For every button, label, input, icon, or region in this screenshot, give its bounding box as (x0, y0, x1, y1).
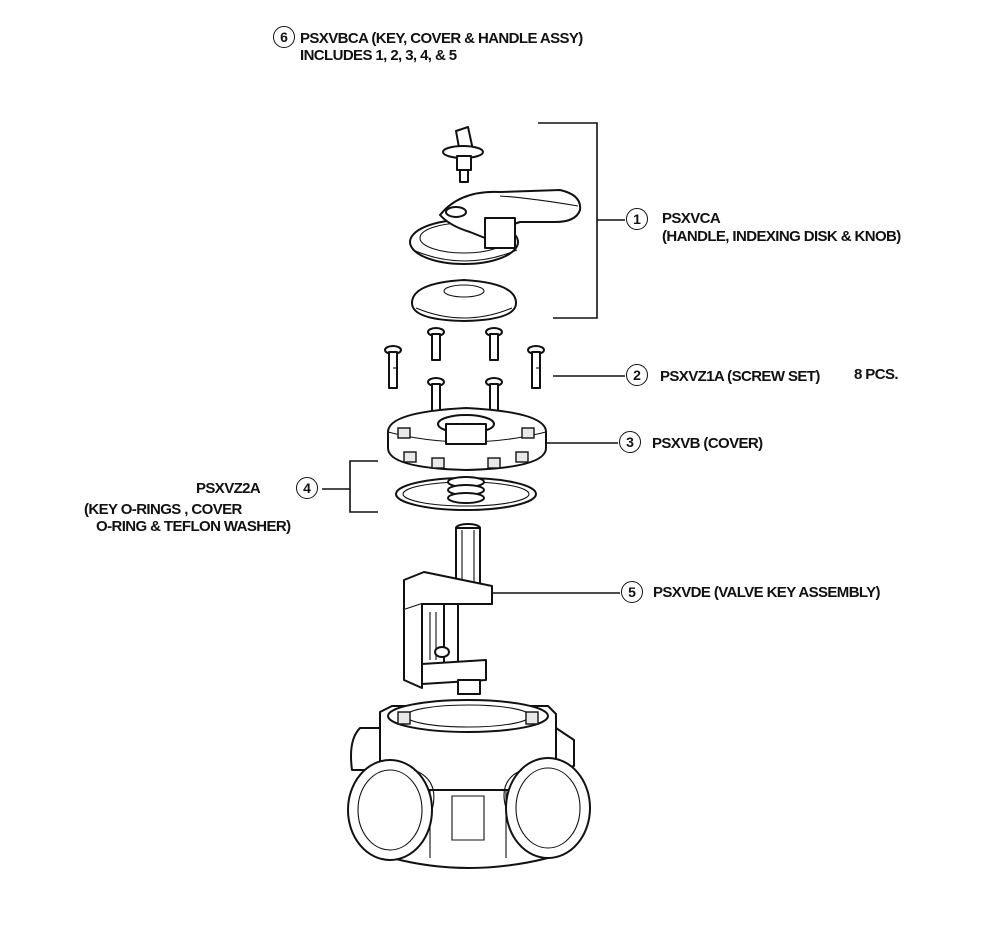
part-3-code: PSXVB (COVER) (652, 435, 763, 452)
indexing-disk-part (411, 279, 517, 322)
knob-part (442, 126, 484, 183)
part-2-code: PSXVZ1A (SCREW SET) (660, 368, 820, 385)
cover-part (387, 407, 547, 471)
valve-key-part (403, 523, 493, 695)
handle-part (409, 189, 582, 265)
o-ring-set-part (395, 476, 537, 511)
callout-number-6: 6 (273, 26, 295, 48)
callout-number-1: 1 (626, 208, 648, 230)
part-1-desc: (HANDLE, INDEXING DISK & KNOB) (662, 228, 901, 245)
assembly-includes: INCLUDES 1, 2, 3, 4, & 5 (300, 47, 457, 64)
part-4-desc-line2: O-RING & TEFLON WASHER) (96, 518, 291, 535)
assembly-title: PSXVBCA (KEY, COVER & HANDLE ASSY) (300, 30, 583, 47)
callout-number-3: 3 (619, 431, 641, 453)
part-4-code: PSXVZ2A (196, 480, 261, 497)
part-2-qty: 8 PCS. (854, 366, 899, 383)
valve-body-part (347, 699, 591, 869)
callout-number-5: 5 (621, 581, 643, 603)
callout-number-4: 4 (296, 477, 318, 499)
part-5-code: PSXVDE (VALVE KEY ASSEMBLY) (653, 584, 881, 601)
screw-set-part (384, 327, 545, 413)
callout-number-2: 2 (626, 364, 648, 386)
part-1-code: PSXVCA (662, 210, 721, 227)
part-4-desc-line1: (KEY O-RINGS , COVER (84, 501, 242, 518)
